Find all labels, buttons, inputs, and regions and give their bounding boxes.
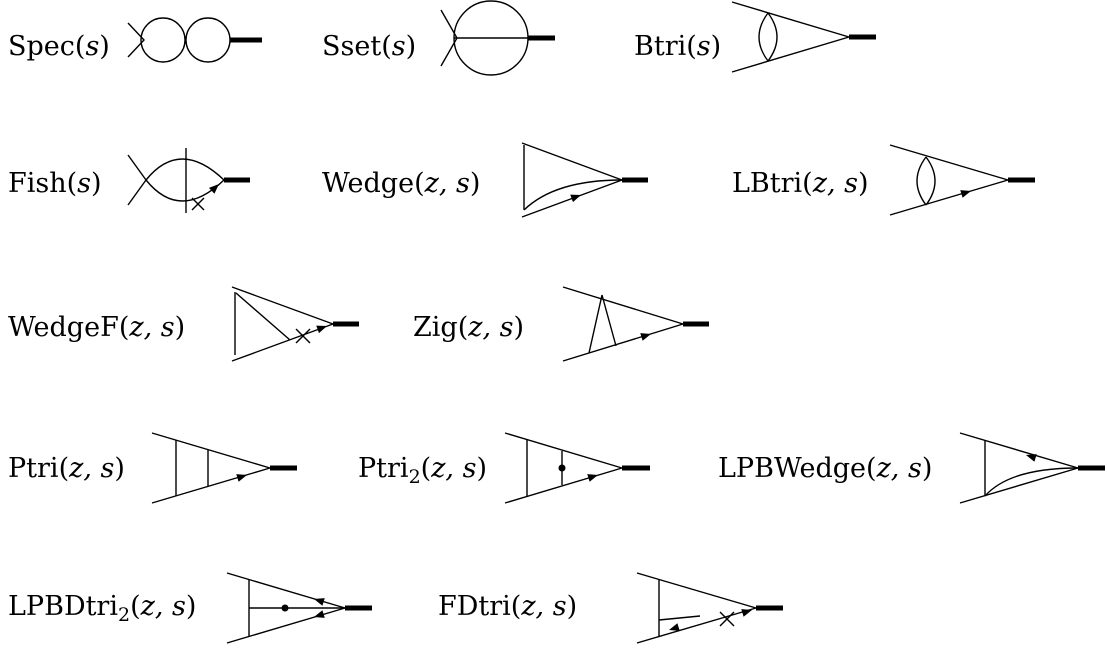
label-zig: Zig(z, s) xyxy=(413,312,525,343)
label-spec: Spec(s) xyxy=(8,31,110,62)
diagram-wedgef xyxy=(231,286,359,362)
diagram-ptri2 xyxy=(504,432,650,504)
diagram-ptri xyxy=(151,432,297,504)
diagram-lpbwedge xyxy=(959,432,1105,504)
diagram-zig xyxy=(562,286,709,362)
diagram-wedge xyxy=(521,142,648,218)
label-lbtri: LBtri(z, s) xyxy=(732,168,869,199)
diagram-fdtri xyxy=(636,572,783,644)
diagram-sset xyxy=(440,0,555,76)
label-lpbwedge: LPBWedge(z, s) xyxy=(718,453,933,484)
label-wedge: Wedge(z, s) xyxy=(322,168,481,199)
label-fish: Fish(s) xyxy=(8,168,102,199)
label-lpbdtri2: LPBDtri2(z, s) xyxy=(8,591,197,626)
label-sset: Sset(s) xyxy=(322,31,417,62)
label-btri: Btri(s) xyxy=(634,31,722,62)
label-fdtri: FDtri(z, s) xyxy=(438,591,578,622)
diagram-btri xyxy=(731,1,876,73)
diagram-lbtri xyxy=(889,144,1035,216)
label-ptri2: Ptri2(z, s) xyxy=(358,453,487,488)
label-wedgef: WedgeF(z, s) xyxy=(8,312,186,343)
diagram-spec xyxy=(127,17,262,63)
diagram-fish xyxy=(127,148,250,213)
label-ptri: Ptri(z, s) xyxy=(8,453,125,484)
diagram-lpbdtri2 xyxy=(226,572,372,644)
